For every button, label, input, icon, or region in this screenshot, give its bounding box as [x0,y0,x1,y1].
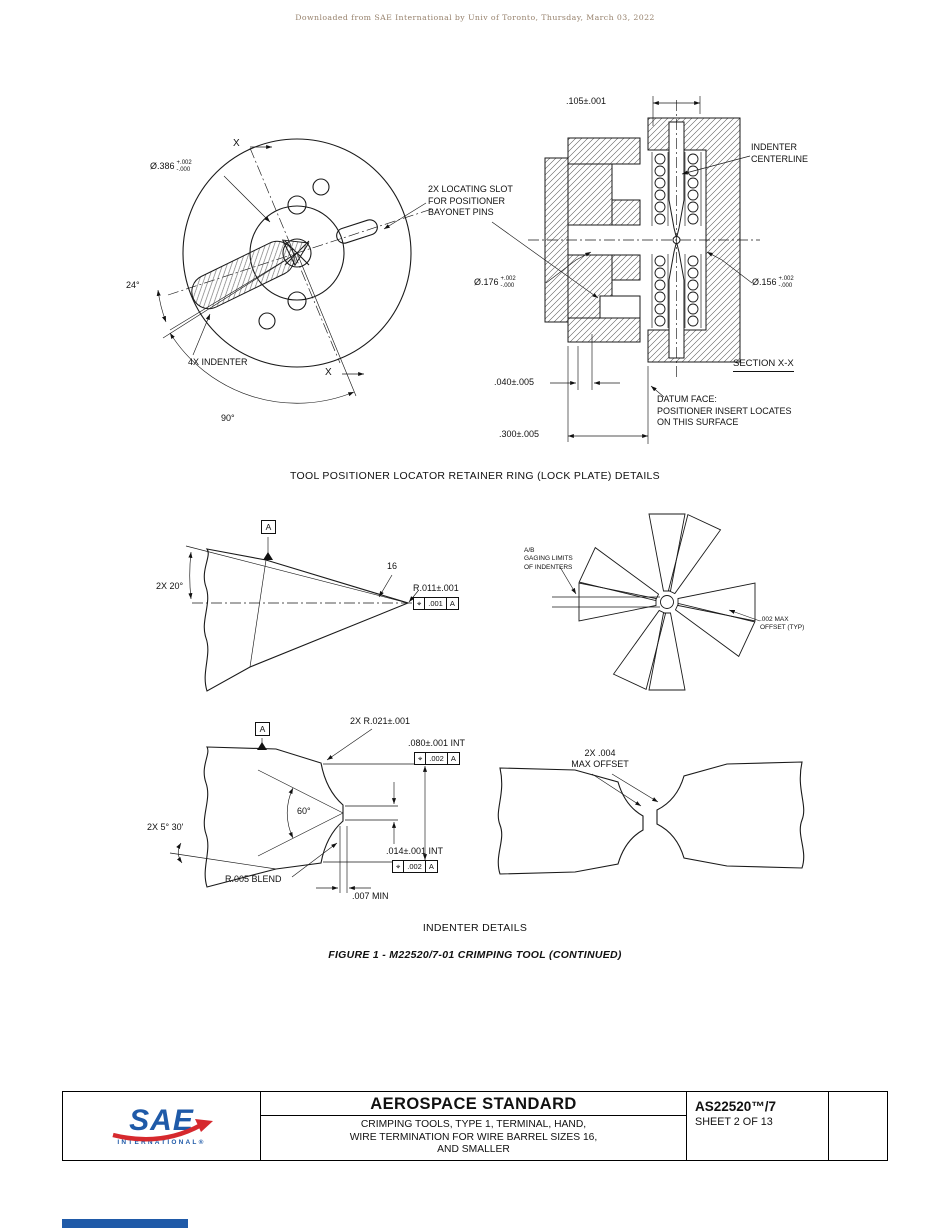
section-view-label: SECTION X-X [733,358,794,372]
dim-007-min: .007 MIN [352,891,389,901]
note-line: 2X .004 [584,748,616,758]
dim-radius-011: R.011±.001 [413,583,459,593]
note-line: .002 MAX [760,616,789,623]
note-line: FOR POSITIONER [428,195,506,206]
title-line: AND SMALLER [437,1144,510,1156]
note-002-max-offset: .002 MAX OFFSET (TYP) [760,616,804,633]
feature-control-frame-011: ⌖ .001 A [413,597,459,611]
dim-dia-386: Ø.386 +.002 -.000 [150,160,192,174]
lock-plate-front-view [156,138,599,404]
section-marker-bottom: X [325,367,332,378]
document-title: CRIMPING TOOLS, TYPE 1, TERMINAL, HAND, … [261,1116,686,1160]
tolerance-stack: +.002 -.000 [500,276,516,289]
download-watermark: Downloaded from SAE International by Uni… [295,13,655,22]
sae-logo-swoosh-icon [112,1119,214,1142]
dim-040: .040±.005 [494,377,534,387]
gdt-datum: A [428,862,434,871]
note-4x-indenter: 4X INDENTER [188,357,248,367]
gage-size-16: 16 [387,561,398,571]
note-line: ON THIS SURFACE [657,417,739,428]
datum-flag-a-profile: A [255,722,270,736]
note-line: MAX OFFSET [571,759,629,770]
gdt-position-symbol: ⌖ [414,598,426,610]
dim-angle-90: 90° [221,413,235,423]
dim-value: Ø.156 [752,277,777,288]
standard-type-heading: AEROSPACE STANDARD [261,1092,686,1116]
gdt-tolerance: .001 [425,598,447,610]
note-r005-blend: R.005 BLEND [225,874,282,884]
gdt-tolerance: .002 [426,753,448,765]
note-line: POSITIONER INSERT LOCATES [657,405,792,416]
gdt-datum: A [450,754,456,763]
sae-logo-subtext: INTERNATIONAL® [117,1139,206,1146]
feature-control-frame-014: ⌖ .002 A [392,860,438,874]
note-line: INDENTER [751,142,798,152]
sae-logo: SAE INTERNATIONAL® [112,1104,214,1146]
gdt-datum: A [449,599,455,608]
title-block-main-cell: AEROSPACE STANDARD CRIMPING TOOLS, TYPE … [261,1092,687,1160]
dim-014-int: .014±.001 INT [386,846,443,856]
dim-300: .300±.005 [499,429,539,439]
note-line: GAGING LIMITS [524,555,573,563]
title-block-empty-cell [829,1092,887,1160]
title-line: CRIMPING TOOLS, TYPE 1, TERMINAL, HAND, [360,1119,587,1131]
title-block-number-cell: AS22520™/7 SHEET 2 OF 13 [687,1092,829,1160]
dim-080-int: .080±.001 INT [408,738,465,748]
lock-plate-caption: TOOL POSITIONER LOCATOR RETAINER RING (L… [290,470,660,482]
dim-angle-60: 60° [297,806,311,816]
indenter-angle-profile-view [169,728,430,893]
section-marker-top: X [233,138,240,149]
note-line: CENTERLINE [751,153,809,164]
section-x-x-view [528,96,760,444]
gdt-position-symbol: ⌖ [393,861,405,873]
indenter-offset-view [497,761,805,875]
note-gaging-limits: A/B GAGING LIMITS OF INDENTERS [524,547,573,572]
note-line: BAYONET PINS [428,207,494,218]
title-block: SAE INTERNATIONAL® AEROSPACE STANDARD CR… [62,1091,888,1161]
page-footer-blue-bar [62,1219,188,1228]
title-line: WIRE TERMINATION FOR WIRE BARREL SIZES 1… [349,1131,598,1143]
dim-value: Ø.176 [474,277,499,288]
note-locating-slot: 2X LOCATING SLOT FOR POSITIONER BAYONET … [428,184,513,219]
feature-control-frame-080: ⌖ .002 A [414,752,460,766]
sae-logo-cell: SAE INTERNATIONAL® [63,1092,261,1160]
figure-caption: FIGURE 1 - M22520/7-01 CRIMPING TOOL (CO… [328,949,622,961]
dim-105: .105±.001 [566,96,606,106]
note-indenter-centerline: INDENTER CENTERLINE [751,142,808,165]
note-line: A/B [524,547,535,554]
dim-dia-156: Ø.156 +.002 -.000 [752,276,794,290]
dim-angle-530: 2X 5° 30' [147,822,184,832]
tolerance-stack: +.002 -.000 [778,276,794,289]
gdt-position-symbol: ⌖ [415,753,427,765]
note-line: 2X LOCATING SLOT [428,184,513,194]
note-datum-face: DATUM FACE: POSITIONER INSERT LOCATES ON… [657,394,792,429]
dim-dia-176: Ø.176 +.002 -.000 [474,276,516,290]
gdt-tolerance: .002 [404,861,426,873]
dim-angle-24: 24° [126,280,140,290]
note-line: DATUM FACE: [657,394,717,404]
dim-angle-2x20: 2X 20° [156,581,184,591]
note-2x004-max-offset: 2X .004 MAX OFFSET [556,748,644,771]
datum-flag-a-tip: A [261,520,276,534]
indenter-gaging-view [549,484,785,720]
dim-radius-2x021: 2X R.021±.001 [350,716,410,726]
sae-logo-text: SAE [129,1104,194,1137]
document-number: AS22520™/7 [695,1099,777,1114]
indenter-details-caption: INDENTER DETAILS [422,922,528,934]
dim-value: Ø.386 [150,161,175,172]
indenter-tip-profile-view [185,537,428,692]
sheet-number: SHEET 2 OF 13 [695,1116,773,1128]
note-line: OF INDENTERS [524,563,573,571]
note-line: OFFSET (TYP) [760,624,805,632]
tolerance-stack: +.002 -.000 [176,160,192,173]
